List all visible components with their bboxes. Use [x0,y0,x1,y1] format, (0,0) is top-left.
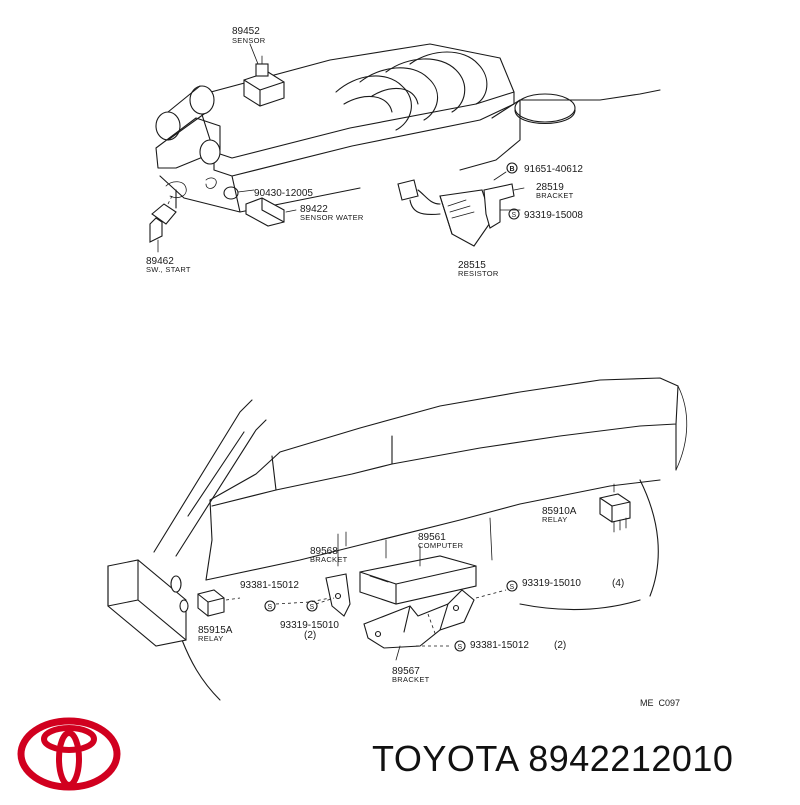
brand-name: TOYOTA [372,738,518,779]
label-89568-number: 89568 [310,546,338,557]
label-89567-number: 89567 [392,666,420,677]
label-28515-name: RESISTOR [458,269,499,278]
label-91651-number: 91651-40612 [524,164,583,175]
upper-components: B S [149,162,525,253]
label-93319-15010-4-qty: (4) [612,578,624,589]
svg-text:B: B [510,166,515,173]
svg-text:S: S [510,584,515,591]
dashboard-illustration [153,377,688,701]
label-89452-number: 89452 [232,26,260,37]
engine-illustration [155,43,661,213]
label-93381-15012-2-qty: (2) [554,640,566,651]
toyota-logo-icon [17,717,121,791]
label-28519-name: BRACKET [536,191,574,200]
label-85910a-number: 85910A [542,506,577,517]
svg-text:S: S [268,604,273,611]
label-28515-number: 28515 [458,260,486,271]
toyota-logo-ovals [17,717,121,791]
svg-text:S: S [310,604,315,611]
lower-components: S S S S [107,483,631,661]
upper-labels: 89452 SENSOR 90430-12005 89422 SENSOR WA… [146,26,583,278]
label-85915a-name: RELAY [198,634,224,643]
brand-part-number: 8942212010 [528,738,734,779]
label-89462-name: SW., START [146,265,191,274]
label-89422-number: 89422 [300,204,328,215]
label-85915a-number: 85915A [198,625,233,636]
label-93319-15010-number: 93319-15010 [280,620,339,631]
label-89561-number: 89561 [418,532,446,543]
label-93381-15012-number: 93381-15012 [240,580,299,591]
diagram-code: ME C097 [640,698,680,708]
svg-text:S: S [458,644,463,651]
label-89462-number: 89462 [146,256,174,267]
label-85910a-name: RELAY [542,515,568,524]
label-89422-name: SENSOR WATER [300,213,364,222]
label-93319-15010-qty: (2) [304,630,316,641]
label-89568-name: BRACKET [310,555,348,564]
label-28519-number: 28519 [536,182,564,193]
label-90430-number: 90430-12005 [254,188,313,199]
label-89567-name: BRACKET [392,675,430,684]
label-93319-15010-4-number: 93319-15010 [522,578,581,589]
label-93319-15008-number: 93319-15008 [524,210,583,221]
label-89561-name: COMPUTER [418,541,464,550]
svg-text:S: S [512,212,517,219]
lower-labels: 85910A RELAY 89561 COMPUTER 89568 BRACKE… [198,506,680,708]
label-89452-name: SENSOR [232,36,266,45]
label-93381-15012-2-number: 93381-15012 [470,640,529,651]
brand-part-title: TOYOTA 8942212010 [372,738,733,780]
